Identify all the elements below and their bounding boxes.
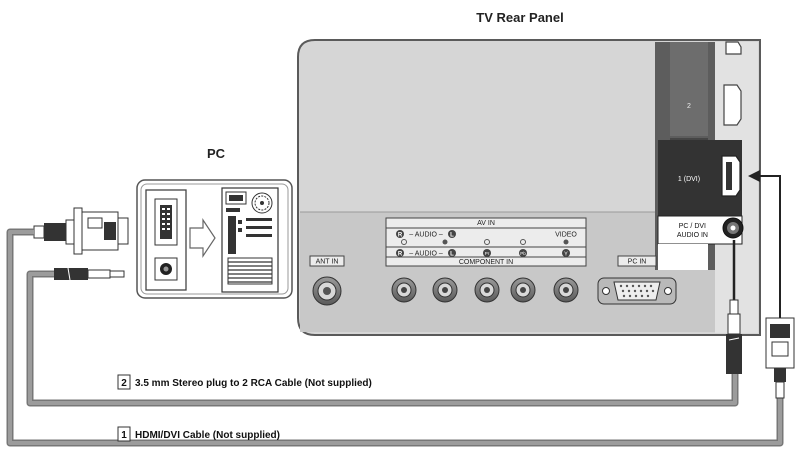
pc-in-label: PC IN bbox=[628, 259, 647, 266]
rca-jack-pr bbox=[474, 277, 500, 303]
hdmi-1-dvi-port bbox=[658, 140, 742, 216]
pc-title: PC bbox=[207, 146, 226, 161]
pc-audio-out-jack bbox=[154, 257, 178, 281]
cable-2-audio bbox=[26, 270, 739, 407]
pr-badge bbox=[483, 249, 491, 257]
cable-2-number: 2 bbox=[121, 378, 127, 389]
ant-in-connector bbox=[312, 276, 342, 306]
video-label: VIDEO bbox=[555, 232, 577, 239]
arrow-to-hdmi-1-icon bbox=[748, 170, 781, 182]
svg-text:Y: Y bbox=[564, 252, 568, 258]
hdmi-2-port bbox=[723, 84, 742, 126]
cable-2-description: 3.5 mm Stereo plug to 2 RCA Cable (Not s… bbox=[135, 378, 372, 389]
svg-text:Pr: Pr bbox=[485, 251, 490, 256]
rca-jack-audio-l bbox=[432, 277, 458, 303]
cable-1-description: HDMI/DVI Cable (Not supplied) bbox=[135, 430, 280, 441]
hdmi-plug-right bbox=[765, 180, 795, 399]
svg-text:L: L bbox=[450, 252, 454, 258]
audio-label-bottom: – AUDIO – bbox=[409, 251, 443, 258]
stereo-plug-left bbox=[54, 267, 125, 281]
cable-2-label: 2 3.5 mm Stereo plug to 2 RCA Cable (Not… bbox=[117, 374, 372, 390]
svg-text:R: R bbox=[398, 252, 403, 258]
tv-rear-panel-title: TV Rear Panel bbox=[476, 10, 563, 25]
audio-label-top: – AUDIO – bbox=[409, 232, 443, 239]
pb-badge bbox=[519, 249, 527, 257]
cable-1-number: 1 bbox=[121, 430, 127, 441]
pc-dvi-port bbox=[154, 198, 178, 246]
ant-in-box bbox=[309, 255, 345, 267]
av-in-label: AV IN bbox=[477, 220, 495, 227]
hdmi-2-label: 2 bbox=[687, 103, 691, 110]
l-badge-top bbox=[448, 230, 456, 238]
svg-text:R: R bbox=[398, 233, 403, 239]
rca-jack-y-video bbox=[553, 277, 579, 303]
ant-in-label: ANT IN bbox=[316, 259, 339, 266]
hdmi-1-label: 1 (DVI) bbox=[678, 176, 700, 183]
pc-in-vga-port bbox=[597, 277, 677, 305]
pc-in-box bbox=[617, 255, 657, 267]
cable-1-label: 1 HDMI/DVI Cable (Not supplied) bbox=[117, 426, 280, 442]
audio-in-label: AUDIO IN bbox=[677, 232, 708, 239]
zoom-arrow-icon bbox=[189, 218, 216, 258]
hdmi-3-port bbox=[725, 41, 742, 55]
cable-1-hdmi-dvi bbox=[6, 228, 784, 447]
r-badge-bottom bbox=[396, 249, 404, 257]
pc-tower-icon bbox=[221, 187, 279, 293]
component-in-label: COMPONENT IN bbox=[459, 259, 513, 266]
pc-dvi-audio-in-jack bbox=[722, 217, 744, 239]
svg-text:L: L bbox=[450, 233, 454, 239]
l-badge-bottom bbox=[448, 249, 456, 257]
y-badge bbox=[562, 249, 570, 257]
svg-text:Pb: Pb bbox=[520, 251, 526, 256]
stereo-plug-right bbox=[726, 240, 742, 374]
rca-jack-pb bbox=[510, 277, 536, 303]
pc-dvi-label: PC / DVI bbox=[679, 223, 706, 230]
rca-jack-audio-r bbox=[391, 277, 417, 303]
hdmi-dvi-plug-left bbox=[33, 207, 129, 255]
av-component-block bbox=[385, 217, 587, 267]
r-badge-top bbox=[396, 230, 404, 238]
